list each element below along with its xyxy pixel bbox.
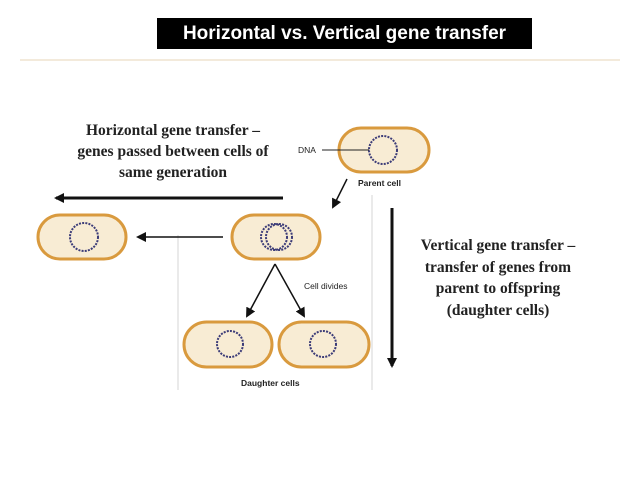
page-title: Horizontal vs. Vertical gene transfer bbox=[157, 18, 532, 49]
vertical-line-4: (daughter cells) bbox=[446, 301, 550, 319]
vertical-line-2: transfer of genes from bbox=[424, 258, 572, 276]
vertical-transfer-text: Vertical gene transfer – transfer of gen… bbox=[398, 235, 598, 321]
horizontal-transfer-text: Horizontal gene transfer – genes passed … bbox=[48, 120, 298, 183]
horizontal-line-3: same generation bbox=[118, 164, 228, 181]
vertical-line-3: parent to offspring bbox=[435, 280, 561, 297]
recipient-cell bbox=[36, 213, 128, 261]
dna-label: DNA bbox=[298, 145, 316, 155]
daughter-cell-right bbox=[277, 320, 371, 369]
title-divider bbox=[20, 59, 620, 61]
divide-arrow-right bbox=[274, 263, 305, 318]
cell-divides-label: Cell divides bbox=[304, 281, 348, 291]
horizontal-line-1: Horizontal gene transfer – bbox=[85, 122, 261, 139]
divide-arrow-left bbox=[246, 263, 276, 318]
dividing-cell bbox=[230, 213, 322, 261]
daughter-cell-left bbox=[182, 320, 274, 369]
parent-dna-ring bbox=[368, 135, 398, 165]
vertical-line-1: Vertical gene transfer – bbox=[420, 237, 576, 254]
daughter-cells-label: Daughter cells bbox=[241, 378, 300, 388]
horizontal-line-2: genes passed between cells of bbox=[77, 143, 269, 160]
parent-to-middle-arrow bbox=[332, 178, 348, 209]
parent-cell-label: Parent cell bbox=[358, 178, 401, 188]
